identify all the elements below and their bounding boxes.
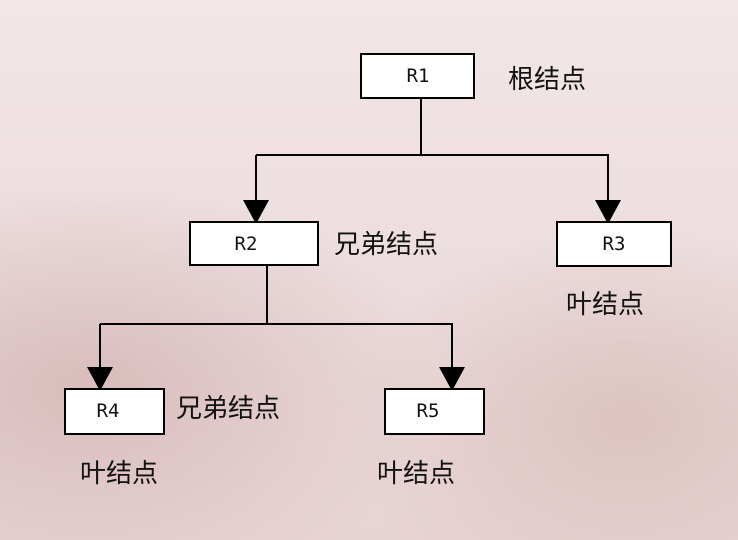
node-r4: R4 (64, 388, 165, 435)
arrowhead-r3 (595, 200, 621, 224)
arrowhead-r5 (439, 367, 465, 391)
node-r3-box (556, 221, 672, 267)
annotation-sibling-r2: 兄弟结点 (334, 230, 438, 260)
node-r1-box (360, 53, 475, 99)
arrowhead-r2 (243, 200, 269, 224)
node-r3: R3 (556, 221, 672, 267)
node-r2-box (189, 221, 319, 266)
arrowhead-r4 (87, 367, 113, 391)
node-r5-box (384, 388, 485, 435)
node-r4-box (64, 388, 165, 435)
node-r2-label: R2 (235, 233, 258, 255)
annotation-leaf-r5: 叶结点 (377, 459, 455, 489)
annotation-sibling-r4: 兄弟结点 (176, 394, 280, 424)
node-r2: R2 (189, 221, 319, 266)
annotation-root: 根结点 (508, 65, 586, 95)
connectors (99, 98, 609, 371)
node-r1: R1 (360, 53, 475, 99)
arrowheads (87, 200, 621, 391)
annotation-leaf-r4: 叶结点 (80, 459, 158, 489)
node-r1-label: R1 (407, 65, 430, 87)
node-r5: R5 (384, 388, 485, 435)
node-r5-label: R5 (417, 400, 440, 422)
node-r3-label: R3 (603, 233, 626, 255)
annotation-leaf-r3: 叶结点 (566, 290, 644, 320)
node-r4-label: R4 (97, 400, 120, 422)
